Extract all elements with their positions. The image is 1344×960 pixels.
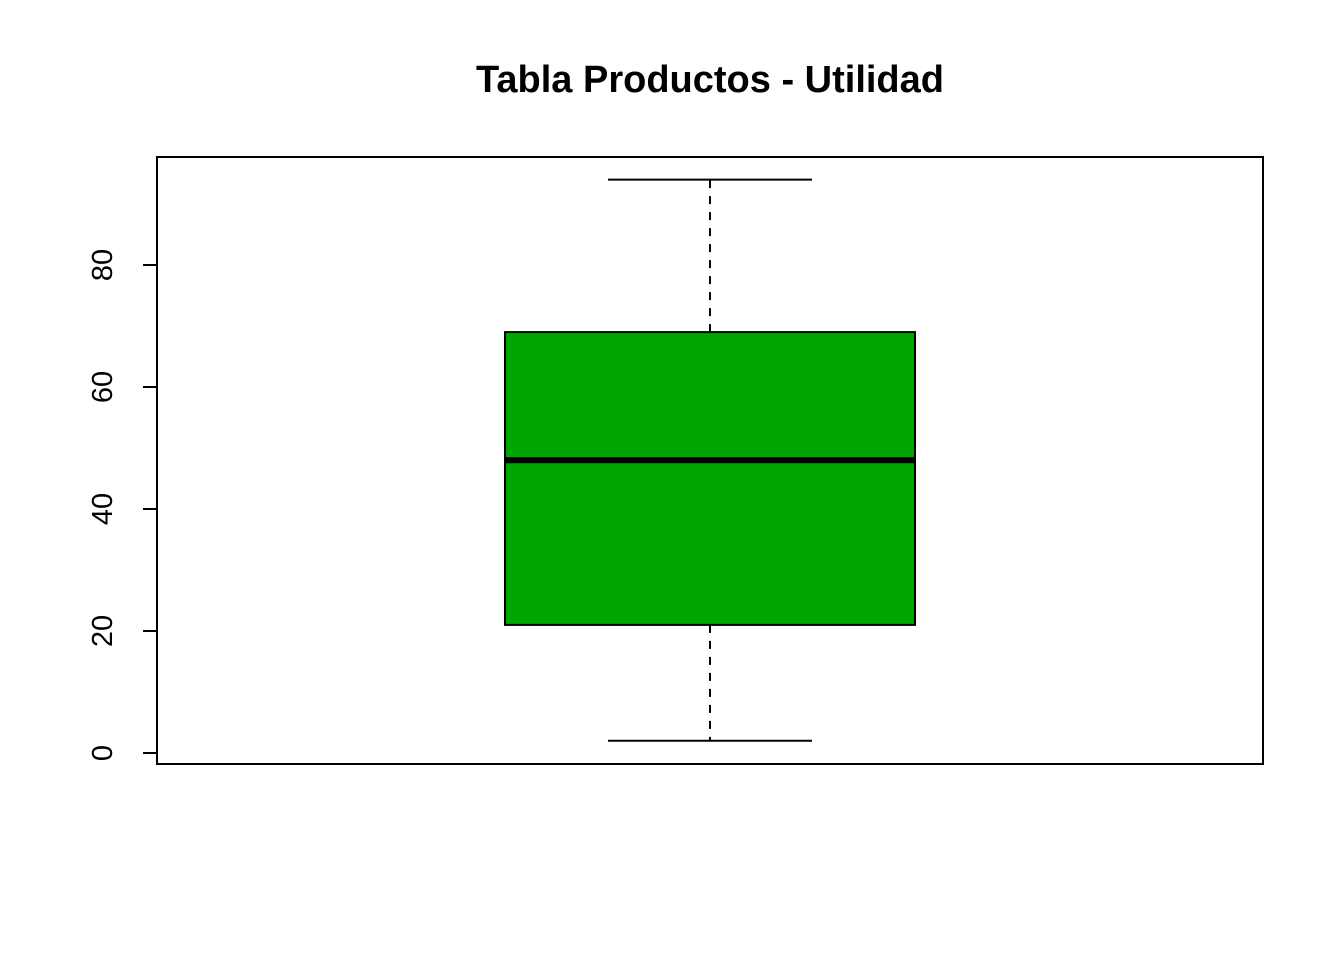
chart-title: Tabla Productos - Utilidad [476,59,944,101]
boxplot [504,178,916,742]
y-tick-label: 20 [87,615,119,647]
y-tick-label: 60 [87,371,119,403]
y-tick-label: 80 [87,249,119,281]
y-tick-label: 40 [87,493,119,525]
y-tick-label: 0 [87,745,119,761]
interquartile-box [504,331,916,626]
y-axis: 0 20 40 60 80 [87,249,158,761]
